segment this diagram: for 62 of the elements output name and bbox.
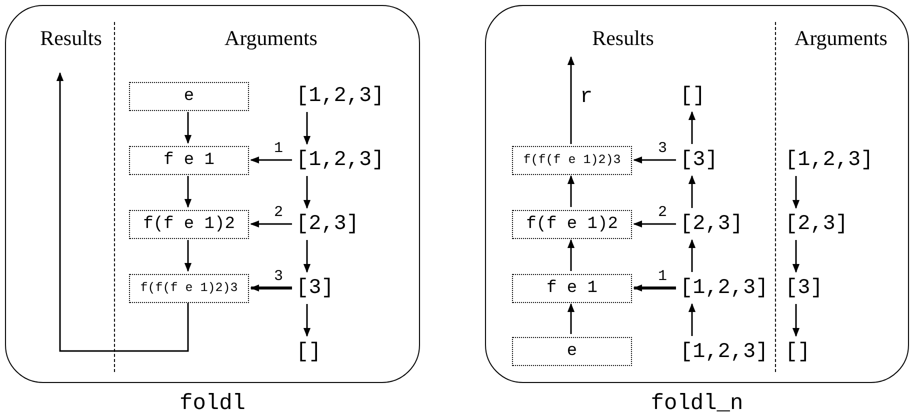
arrow: [303, 240, 311, 273]
arrow: [184, 176, 192, 208]
arrow: [303, 176, 311, 209]
arrow: [567, 56, 575, 144]
dotted-box: f e 1: [129, 146, 249, 175]
arrow: [184, 240, 192, 272]
list-value: []: [785, 339, 815, 367]
rounded-panel: [485, 5, 909, 383]
edge-label: r: [580, 85, 593, 111]
dotted-box: f(f(f e 1)2)3: [129, 274, 249, 303]
list-value: [3]: [785, 275, 875, 303]
column-heading: Results: [592, 25, 654, 52]
arrow: [250, 220, 292, 228]
dotted-box: e: [512, 337, 632, 366]
node-label: foldl: [180, 390, 246, 418]
list-value: [1,2,3]: [680, 339, 770, 367]
list-value: [1,2,3]: [785, 147, 875, 175]
edge-label: 2: [274, 203, 284, 223]
column-heading: Results: [40, 25, 102, 52]
edge-label: 1: [274, 139, 284, 159]
arrow: [792, 240, 800, 273]
list-value: [1,2,3]: [296, 147, 386, 175]
dotted-box: e: [129, 82, 249, 111]
arrow: [792, 176, 800, 209]
list-value: [1,2,3]: [680, 275, 770, 303]
dotted-box: f(f(f e 1)2)3: [512, 146, 632, 175]
arrow: [688, 303, 696, 336]
arrow: [303, 112, 311, 145]
edge-label: 3: [658, 139, 668, 159]
arrow: [633, 284, 676, 292]
arrow: [56, 72, 189, 352]
list-value: [2,3]: [680, 211, 770, 239]
node-label: foldl_n: [650, 390, 744, 418]
arrow: [688, 175, 696, 208]
arrow: [688, 111, 696, 144]
arrow: [567, 303, 575, 334]
edge-label: 3: [274, 267, 284, 287]
edge-label: 1: [658, 267, 668, 287]
column-heading: Arguments: [224, 25, 318, 52]
arrow: [633, 156, 676, 164]
list-value: []: [296, 339, 326, 367]
list-value: []: [680, 83, 710, 111]
arrow: [567, 175, 575, 207]
column-heading: Arguments: [794, 25, 888, 52]
rounded-panel: [5, 5, 420, 383]
arrow: [688, 239, 696, 272]
dotted-box: f e 1: [512, 274, 632, 303]
arrow: [250, 156, 292, 164]
arrow: [184, 112, 192, 144]
arrow: [792, 304, 800, 337]
edge-label: 2: [658, 203, 668, 223]
list-value: [2,3]: [785, 211, 875, 239]
dotted-box: f(f e 1)2: [129, 210, 249, 239]
list-value: [1,2,3]: [296, 83, 386, 111]
list-value: [3]: [296, 275, 386, 303]
dotted-box: f(f e 1)2: [512, 210, 632, 239]
list-value: [3]: [680, 147, 770, 175]
arrow: [303, 304, 311, 337]
arrow: [567, 239, 575, 271]
list-value: [2,3]: [296, 211, 386, 239]
arrow: [633, 220, 676, 228]
arrow: [250, 284, 292, 292]
